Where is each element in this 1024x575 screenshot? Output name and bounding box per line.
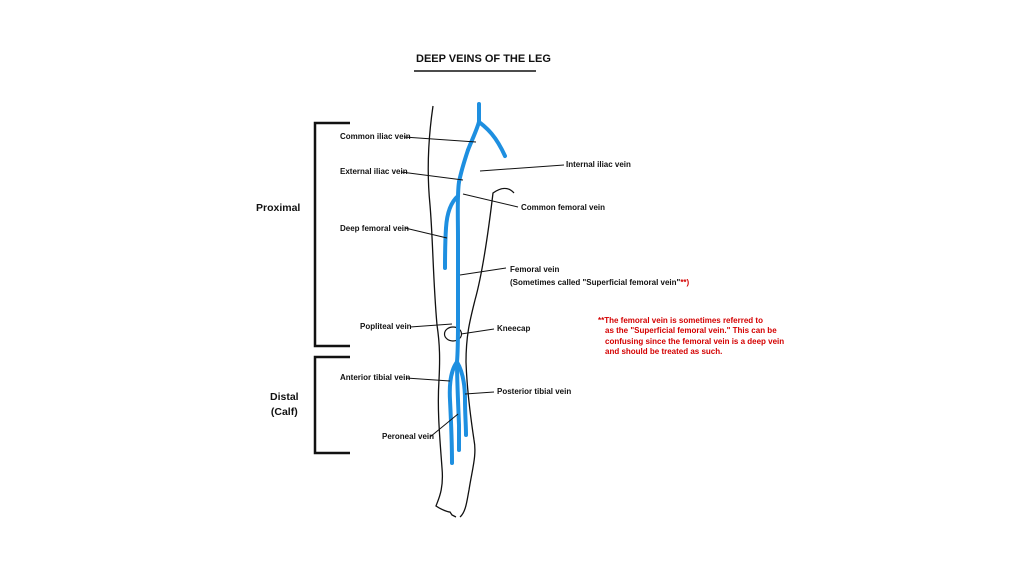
- footnote-line-3: confusing since the femoral vein is a de…: [605, 336, 785, 346]
- label-femoral-note-mark: **): [680, 278, 690, 287]
- label-internal-iliac: Internal iliac vein: [566, 160, 631, 169]
- vein-peroneal: [455, 360, 461, 452]
- leader-external-iliac: [400, 171, 464, 181]
- group-label-distal-line1: Distal: [270, 391, 299, 403]
- label-popliteal: Popliteal vein: [360, 322, 412, 331]
- leader-common-femoral: [462, 193, 519, 208]
- footnote-line-2: as the "Superficial femoral vein." This …: [605, 326, 777, 336]
- vein-femoral: [455, 180, 461, 364]
- distal-bracket: [313, 355, 350, 455]
- leader-anterior-tibial: [405, 377, 451, 382]
- label-anterior-tibial: Anterior tibial vein: [340, 373, 411, 382]
- vein-anterior-tibial: [447, 360, 459, 465]
- leader-deep-femoral: [404, 227, 448, 239]
- leader-internal-iliac: [479, 164, 565, 172]
- leader-popliteal: [409, 323, 453, 328]
- label-femoral: Femoral vein: [510, 265, 560, 274]
- leader-kneecap: [460, 328, 495, 335]
- vein-common-iliac: [466, 102, 481, 152]
- proximal-bracket: [313, 121, 350, 348]
- label-external-iliac: External iliac vein: [340, 167, 408, 176]
- label-common-femoral: Common femoral vein: [521, 203, 606, 212]
- label-common-iliac: Common iliac vein: [340, 132, 411, 141]
- vein-internal-iliac: [477, 120, 507, 158]
- label-peroneal: Peroneal vein: [382, 432, 435, 441]
- group-label-distal: Distal (Calf): [270, 390, 299, 420]
- group-label-distal-line2: (Calf): [270, 406, 298, 418]
- leader-common-iliac: [403, 136, 477, 143]
- vein-external-iliac: [457, 148, 470, 184]
- vein-deep-femoral: [443, 194, 460, 270]
- label-kneecap: Kneecap: [497, 324, 531, 333]
- label-femoral-note-text: (Sometimes called "Superficial femoral v…: [510, 278, 681, 287]
- diagram-title: DEEP VEINS OF THE LEG: [416, 53, 551, 65]
- leader-femoral: [459, 267, 507, 276]
- femoral-footnote: **The femoral vein is sometimes referred…: [598, 316, 788, 357]
- leader-posterior-tibial: [464, 391, 495, 395]
- leg-outline-inner: [459, 187, 515, 518]
- footnote-line-4: and should be treated as such.: [605, 346, 723, 356]
- group-label-proximal: Proximal: [256, 202, 301, 214]
- leader-peroneal: [429, 413, 459, 438]
- label-deep-femoral: Deep femoral vein: [340, 224, 409, 233]
- vein-posterior-tibial: [455, 360, 468, 437]
- label-femoral-note: (Sometimes called "Superficial femoral v…: [510, 278, 689, 288]
- footnote-line-1: **The femoral vein is sometimes referred…: [598, 316, 763, 325]
- label-posterior-tibial: Posterior tibial vein: [497, 387, 572, 396]
